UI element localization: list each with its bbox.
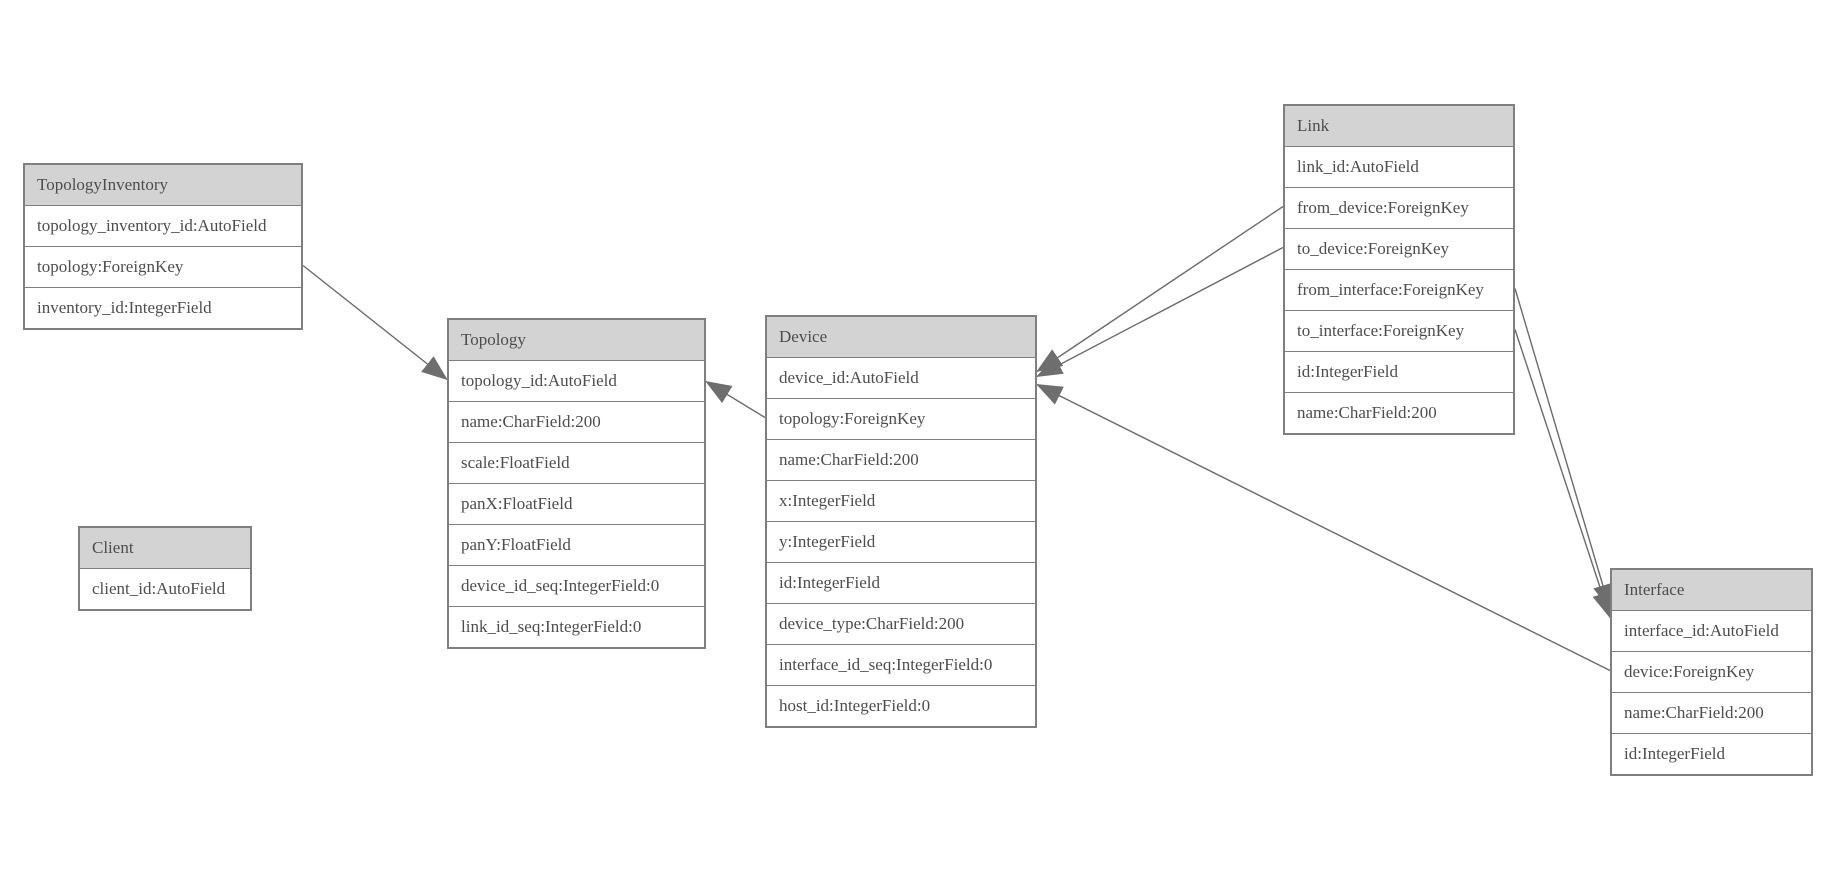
relation-link-from_interface — [1514, 288, 1613, 611]
field-row: interface_id_seq:IntegerField:0 — [767, 644, 1035, 685]
entity-header: Client — [80, 528, 250, 568]
relation-topologyinventory-topology — [302, 264, 448, 381]
entity-header: Interface — [1612, 570, 1811, 610]
field-row: topology:ForeignKey — [767, 398, 1035, 439]
field-row: from_interface:ForeignKey — [1285, 269, 1513, 310]
field-row: to_interface:ForeignKey — [1285, 310, 1513, 351]
field-row: name:CharField:200 — [767, 439, 1035, 480]
field-row: y:IntegerField — [767, 521, 1035, 562]
relation-device-topology — [705, 380, 766, 419]
entity-header: TopologyInventory — [25, 165, 301, 205]
field-row: from_device:ForeignKey — [1285, 187, 1513, 228]
field-row: x:IntegerField — [767, 480, 1035, 521]
entity-header: Topology — [449, 320, 704, 360]
field-row: id:IntegerField — [1285, 351, 1513, 392]
field-row: name:CharField:200 — [449, 401, 704, 442]
relation-link-to_interface — [1514, 329, 1612, 619]
field-row: inventory_id:IntegerField — [25, 287, 301, 328]
entity-header: Link — [1285, 106, 1513, 146]
field-row: link_id_seq:IntegerField:0 — [449, 606, 704, 647]
field-row: scale:FloatField — [449, 442, 704, 483]
field-row: device_id:AutoField — [767, 357, 1035, 398]
field-row: interface_id:AutoField — [1612, 610, 1811, 651]
field-row: id:IntegerField — [1612, 733, 1811, 774]
field-row: panX:FloatField — [449, 483, 704, 524]
field-row: to_device:ForeignKey — [1285, 228, 1513, 269]
field-row: device:ForeignKey — [1612, 651, 1811, 692]
relation-interface-device — [1036, 383, 1611, 672]
field-row: name:CharField:200 — [1285, 392, 1513, 433]
field-row: panY:FloatField — [449, 524, 704, 565]
relation-link-from_device — [1036, 205, 1284, 373]
field-row: id:IntegerField — [767, 562, 1035, 603]
field-row: device_id_seq:IntegerField:0 — [449, 565, 704, 606]
field-row: topology:ForeignKey — [25, 246, 301, 287]
field-row: device_type:CharField:200 — [767, 603, 1035, 644]
field-row: link_id:AutoField — [1285, 146, 1513, 187]
field-row: topology_id:AutoField — [449, 360, 704, 401]
field-row: topology_inventory_id:AutoField — [25, 205, 301, 246]
field-row: host_id:IntegerField:0 — [767, 685, 1035, 726]
relation-link-to_device — [1036, 246, 1284, 378]
field-row: name:CharField:200 — [1612, 692, 1811, 733]
entity-header: Device — [767, 317, 1035, 357]
field-row: client_id:AutoField — [80, 568, 250, 609]
